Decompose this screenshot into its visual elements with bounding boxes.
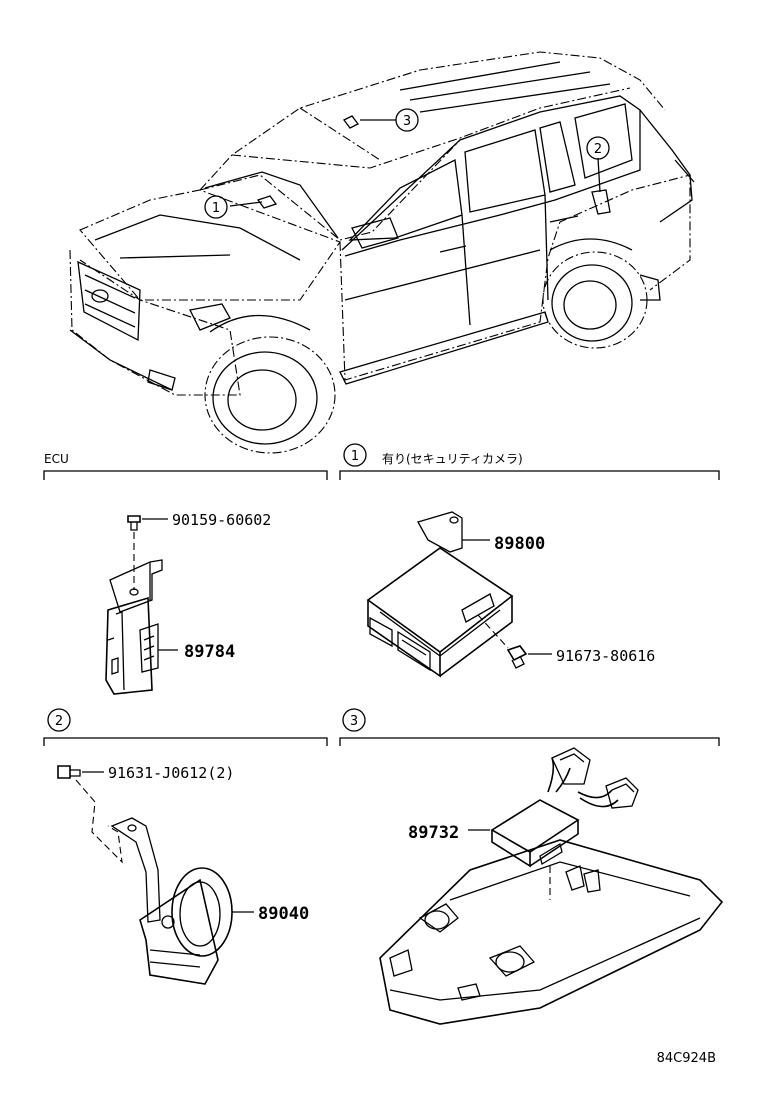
section-ecu-header: ECU [43, 452, 328, 480]
ecu-module [105, 559, 178, 695]
vehicle-illustration [69, 51, 695, 454]
horn-bolt [57, 765, 104, 779]
vehicle-callout-3: 3 [395, 108, 419, 132]
section-1-label: 有り(セキュリティカメラ) [382, 452, 523, 466]
section-3-callout: 3 [350, 714, 358, 729]
svg-text:2: 2 [594, 142, 602, 157]
svg-text:1: 1 [212, 201, 220, 216]
section-3-header: 3 [339, 708, 720, 746]
camera-module [366, 511, 514, 678]
vehicle-callout-1: 1 [204, 195, 228, 219]
svg-text:3: 3 [403, 114, 411, 129]
section-ecu-label: ECU [44, 452, 69, 466]
ecu-bolt [127, 515, 168, 590]
part-number-89732: 89732 [408, 823, 459, 843]
section-1-callout: 1 [351, 449, 359, 464]
section-2-callout: 2 [55, 714, 63, 729]
roof-module [379, 747, 724, 1025]
horn [75, 779, 254, 985]
part-number-90159-60602: 90159-60602 [172, 511, 271, 529]
diagram-code: 84C924B [657, 1051, 716, 1066]
camera-bolt [506, 645, 552, 669]
part-number-89040: 89040 [258, 904, 309, 924]
part-number-91631-j0612: 91631-J0612(2) [108, 764, 234, 782]
vehicle-callout-2: 2 [586, 136, 610, 160]
section-2-header: 2 [43, 708, 328, 746]
section-1-header: 1 有り(セキュリティカメラ) [339, 443, 720, 480]
part-number-89800: 89800 [494, 534, 545, 554]
part-number-91673-80616: 91673-80616 [556, 647, 655, 665]
part-number-89784: 89784 [184, 642, 235, 662]
